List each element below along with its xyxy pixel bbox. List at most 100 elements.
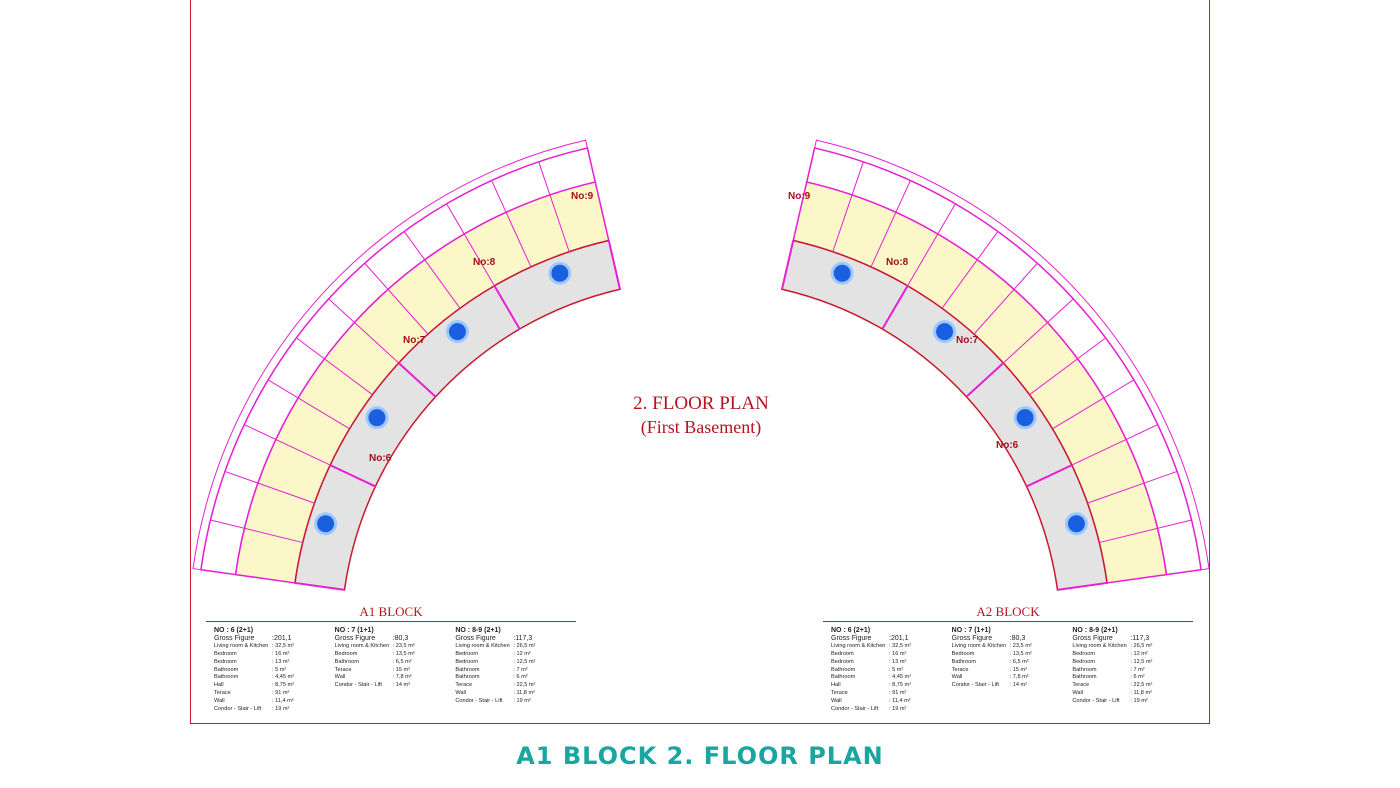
room-name: Bedroom bbox=[1072, 658, 1096, 665]
room-name: Bathroom bbox=[455, 674, 480, 681]
room-name: Terace bbox=[334, 666, 352, 673]
unit-column: NO : 7 (1+1) Gross Figure:80,3 Living ro… bbox=[335, 626, 456, 714]
unit-column: NO : 7 (1+1) Gross Figure:80,3 Living ro… bbox=[952, 626, 1073, 714]
unit-label-right-6: No:6 bbox=[996, 440, 1019, 451]
room-area: : 13,5 m² bbox=[392, 650, 415, 657]
unit-label-left-7: No:7 bbox=[403, 335, 426, 346]
pool-icon bbox=[548, 261, 572, 285]
room-area: : 7,8 m² bbox=[392, 674, 412, 681]
unit-header: NO : 7 (1+1) bbox=[334, 627, 374, 634]
room-divider bbox=[210, 519, 303, 544]
room-area: : 7 m² bbox=[513, 666, 528, 673]
gross-label: Gross Figure bbox=[214, 635, 255, 642]
room-name: Living room & Kitchen bbox=[1072, 643, 1127, 649]
room-area: : 23,5 m² bbox=[392, 643, 415, 649]
room-area: : 8,75 m² bbox=[272, 682, 295, 689]
unit-label-left-6: No:6 bbox=[369, 453, 392, 464]
room-area: : 13 m² bbox=[889, 658, 907, 665]
room-area: : 13 m² bbox=[272, 658, 290, 665]
room-area: : 14 m² bbox=[1009, 682, 1028, 689]
gross-label: Gross Figure bbox=[1072, 635, 1113, 642]
gross-label: Gross Figure bbox=[455, 635, 496, 642]
room-name: Condor - Stair - Lift bbox=[951, 682, 999, 689]
room-area: : 32,5 m² bbox=[272, 643, 295, 649]
room-name: Wall bbox=[214, 697, 225, 704]
room-name: Condor - Stair - Lift bbox=[214, 705, 262, 712]
room-divider bbox=[267, 379, 350, 430]
unit-divider bbox=[294, 581, 345, 591]
unit-divider bbox=[781, 240, 795, 290]
room-divider bbox=[792, 147, 816, 241]
pool-icon bbox=[314, 512, 338, 536]
room-area: : 91 m² bbox=[272, 690, 290, 697]
room-name: Bathroom bbox=[214, 674, 239, 681]
room-name: Living room & Kitchen bbox=[831, 643, 886, 649]
room-name: Wall bbox=[334, 674, 346, 681]
room-name: Condor - Stair - Lift bbox=[831, 705, 879, 712]
a2-block-schedule: A2 BLOCK NO : 6 (2+1) Gross Figure:201,1… bbox=[823, 604, 1193, 714]
room-name: Bedroom bbox=[334, 650, 358, 657]
block-title: A2 BLOCK bbox=[823, 604, 1193, 622]
room-divider bbox=[364, 262, 429, 335]
pool-icon bbox=[365, 406, 389, 430]
room-divider bbox=[1106, 569, 1202, 584]
room-name: Living room & Kitchen bbox=[334, 643, 390, 649]
room-divider bbox=[200, 569, 296, 584]
room-area: : 26,5 m² bbox=[1130, 643, 1153, 649]
room-name: Living room & Kitchen bbox=[455, 643, 510, 649]
room-area: : 15 m² bbox=[392, 666, 411, 673]
room-area: : 7 m² bbox=[1130, 666, 1145, 673]
gross-value: :80,3 bbox=[392, 635, 409, 642]
room-area: : 16 m² bbox=[889, 650, 907, 657]
room-divider bbox=[296, 337, 373, 396]
room-area: : 11,4 m² bbox=[889, 697, 911, 704]
room-name: Bedroom bbox=[214, 658, 237, 665]
unit-header: NO : 7 (1+1) bbox=[951, 627, 991, 634]
gross-value: :201,1 bbox=[889, 635, 909, 642]
unit-divider bbox=[965, 362, 1004, 398]
room-divider bbox=[328, 298, 400, 364]
room-name: Bathroom bbox=[831, 666, 856, 673]
unit-column: NO : 8-9 (2+1) Gross Figure:117,3 Living… bbox=[1072, 626, 1193, 714]
room-divider bbox=[1071, 424, 1158, 466]
room-area: : 12 m² bbox=[1130, 650, 1148, 657]
room-divider bbox=[1087, 470, 1178, 504]
room-divider bbox=[870, 180, 911, 268]
room-area: : 7,8 m² bbox=[1009, 674, 1029, 681]
room-area: : 19 m² bbox=[1130, 697, 1148, 704]
page-footer-title: A1 BLOCK 2. FLOOR PLAN bbox=[516, 742, 884, 770]
left-wing-drawing bbox=[192, 139, 621, 591]
room-area: : 5 m² bbox=[272, 666, 287, 673]
room-area: : 12 m² bbox=[513, 650, 531, 657]
room-area: : 14 m² bbox=[392, 682, 411, 689]
pool-icon bbox=[933, 320, 957, 344]
room-area: : 13,5 m² bbox=[1009, 650, 1032, 657]
outer-wall bbox=[814, 139, 1209, 571]
room-area: : 22,5 m² bbox=[1130, 682, 1153, 689]
unit-label-right-9: No:9 bbox=[788, 191, 811, 202]
room-name: Bathroom bbox=[831, 674, 856, 681]
room-divider bbox=[1029, 337, 1106, 396]
room-name: Terace bbox=[831, 690, 848, 697]
plan-subtitle: (First Basement) bbox=[640, 417, 762, 437]
unit-divider bbox=[607, 240, 621, 290]
room-name: Terace bbox=[214, 690, 231, 697]
unit-column: NO : 6 (2+1) Gross Figure:201,1 Living r… bbox=[831, 626, 952, 714]
room-name: Hall bbox=[214, 682, 224, 689]
outer-wall bbox=[192, 139, 588, 571]
unit-label-left-9: No:9 bbox=[571, 191, 594, 202]
room-area: : 6 m² bbox=[513, 674, 528, 681]
room-name: Bedroom bbox=[455, 650, 479, 657]
room-divider bbox=[446, 203, 495, 287]
room-area: : 12,5 m² bbox=[1130, 658, 1153, 665]
room-name: Condor - Stair - Lift bbox=[334, 682, 382, 689]
room-area: : 11,8 m² bbox=[513, 690, 535, 697]
room-name: Bedroom bbox=[455, 658, 479, 665]
gross-label: Gross Figure bbox=[831, 635, 872, 642]
room-name: Terace bbox=[455, 682, 473, 689]
room-name: Bathroom bbox=[334, 658, 359, 665]
room-name: Bathroom bbox=[1072, 666, 1097, 673]
right-wing-drawing bbox=[781, 139, 1209, 591]
unit-divider bbox=[881, 285, 909, 330]
room-name: Hall bbox=[831, 682, 841, 689]
